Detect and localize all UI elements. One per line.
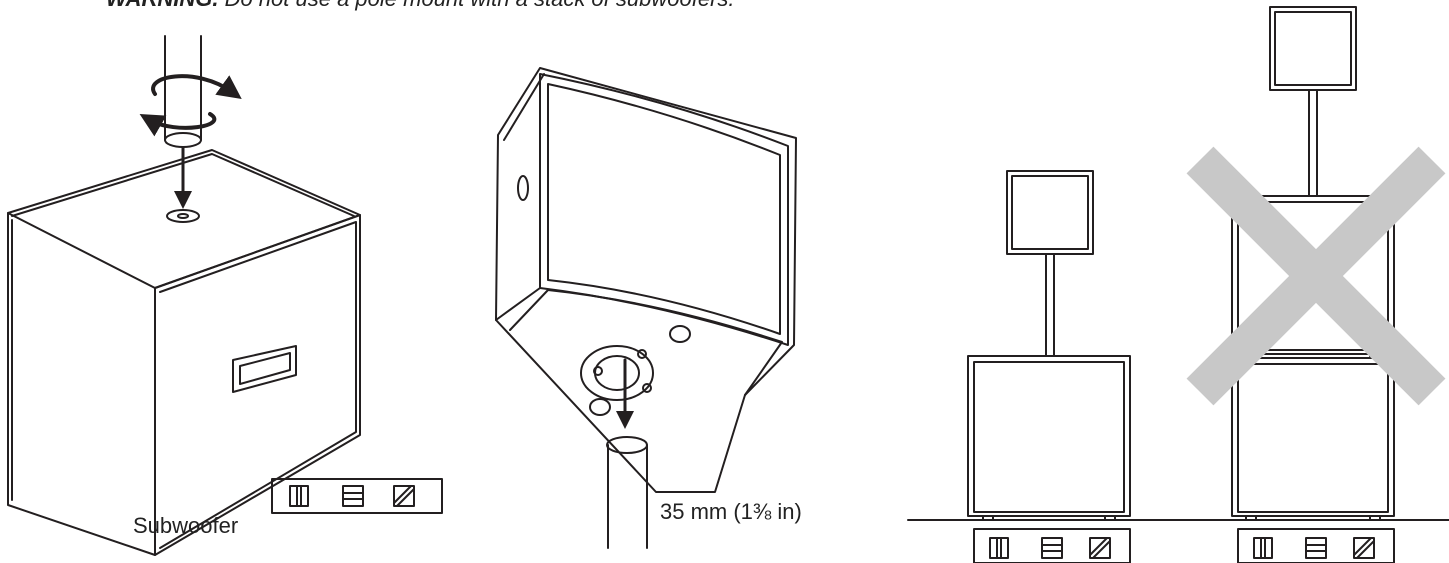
subwoofer-drawing — [7, 149, 361, 556]
warning-prefix: WARNING. — [106, 0, 218, 11]
cross-mark-icon — [1186, 146, 1446, 406]
level-icon-3 — [1237, 528, 1395, 563]
correct-setup — [967, 170, 1131, 521]
level-icon-2 — [973, 528, 1131, 563]
subwoofer-label: Subwoofer — [133, 513, 239, 538]
warning-body: Do not use a pole mount with a stack of … — [218, 0, 735, 11]
pole-diameter-label: 35 mm (1⅜ in) — [660, 499, 802, 524]
pole-drawing — [164, 35, 202, 148]
pole-drawing-2 — [606, 436, 648, 549]
speaker-drawing — [495, 67, 797, 493]
incorrect-setup — [1231, 6, 1395, 521]
rotate-arrows-icon — [139, 74, 242, 137]
warning-text: WARNING. Do not use a pole mount with a … — [106, 0, 735, 12]
level-icon — [271, 478, 443, 514]
